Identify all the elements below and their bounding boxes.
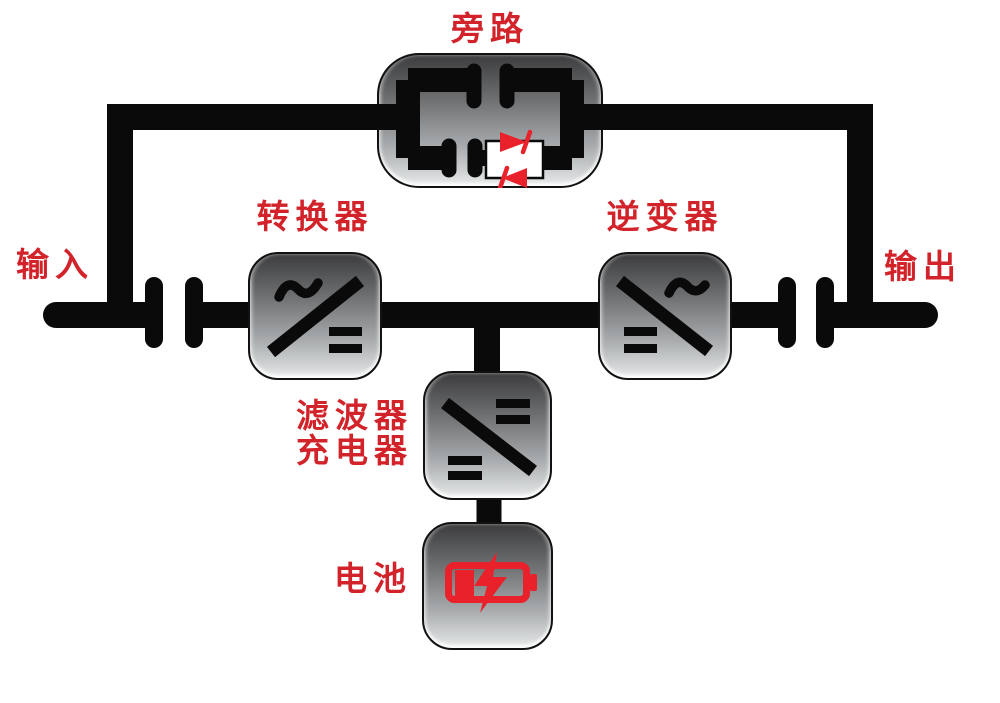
thyristor-right-triangle [500,132,527,152]
converter-label: 转换器 [256,198,374,235]
main-bus-wires [43,104,938,530]
ac-dc-symbol [266,275,365,358]
thyristor-left-triangle [502,168,527,188]
bypass-riser-right [600,104,873,318]
bypass-riser-left [107,104,380,318]
output-label: 输出 [884,248,962,285]
dc-equals-top-icon [496,399,530,424]
inverter-diagonal [615,275,714,357]
battery-terminal [530,574,537,591]
filter-charger-label: 滤波器 充电器 [280,398,413,468]
converter-diagonal [266,275,365,358]
antiparallel-thyristors-icon [497,129,533,188]
filter-label: 滤波器 [296,397,413,434]
ac-tilde-icon [664,277,710,298]
battery-charging-icon [445,552,537,613]
bypass-internals [377,63,603,188]
bypass-label: 旁路 [451,10,529,47]
bypass-circuit-wires [377,63,603,178]
charger-label: 充电器 [296,432,413,469]
filter-charger-block [423,371,552,500]
dc-equals-bottom-icon [448,456,482,480]
inverter-label: 逆变器 [606,198,724,235]
dc-equals-icon [624,327,657,353]
inverter-block [598,252,732,380]
battery-charge-level [455,570,474,596]
filter-diagonal [441,397,537,477]
thyristor-right-bar [520,129,533,155]
battery-label: 电池 [334,560,412,597]
thyristor-left-bar [497,165,510,188]
dc-ac-symbol [615,275,714,357]
ac-tilde-icon [274,278,323,302]
battery-block [422,522,553,650]
dc-equals-icon [329,327,362,353]
input-label: 输入 [16,246,94,283]
bypass-block [377,53,603,188]
lightning-bolt-icon [474,552,507,613]
dc-dc-symbol [441,397,537,480]
converter-block [248,252,382,380]
